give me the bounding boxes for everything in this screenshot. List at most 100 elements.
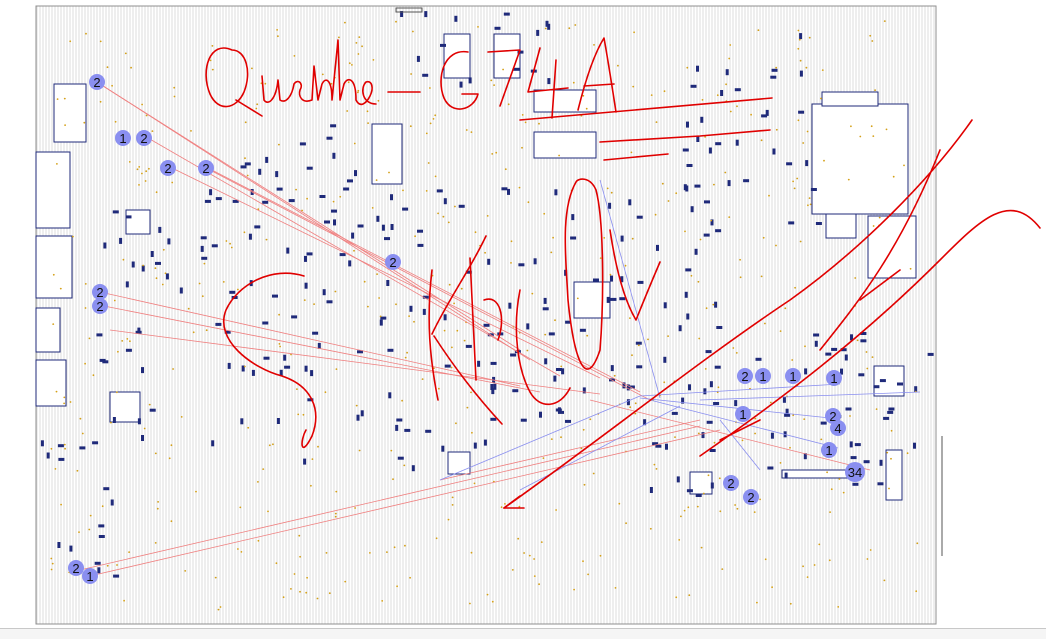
net-marker-circle[interactable] (92, 298, 108, 314)
net-marker[interactable]: 2 (160, 160, 176, 176)
net-marker[interactable]: 2 (136, 130, 152, 146)
net-marker-circle[interactable] (737, 368, 753, 384)
net-marker[interactable]: 2 (89, 74, 105, 90)
net-marker[interactable]: 1 (115, 130, 131, 146)
net-marker-circle[interactable] (136, 130, 152, 146)
component-footprint (543, 297, 547, 304)
net-marker[interactable]: 2 (92, 298, 108, 314)
net-marker[interactable]: 2 (737, 368, 753, 384)
pad-dot (729, 44, 732, 46)
net-marker-circle[interactable] (845, 462, 865, 482)
component-footprint (643, 419, 647, 426)
net-marker-circle[interactable] (826, 370, 842, 386)
pad-dot (332, 200, 335, 203)
component-footprint (201, 256, 208, 260)
net-marker[interactable]: 1 (735, 406, 751, 422)
component-footprint (840, 348, 847, 352)
net-marker[interactable]: 2 (92, 284, 108, 300)
pad-dot (299, 590, 301, 593)
pad-dot (306, 576, 308, 579)
component-footprint (825, 352, 832, 356)
component-footprint (307, 398, 314, 402)
pad-dot (239, 506, 242, 509)
pad-dot (161, 283, 164, 286)
component-footprint (579, 328, 586, 332)
component-footprint (46, 452, 50, 459)
pad-dot (427, 162, 430, 164)
pad-dot (84, 307, 87, 309)
pad-dot (572, 81, 575, 84)
net-marker[interactable]: 1 (755, 368, 771, 384)
pad-dot (684, 230, 686, 233)
net-marker-circle[interactable] (723, 475, 739, 491)
net-marker[interactable]: 1 (821, 442, 837, 458)
pad-dot (528, 554, 531, 557)
net-marker[interactable]: 1 (826, 370, 842, 386)
pad-dot (64, 124, 66, 126)
pad-dot (180, 416, 183, 418)
net-marker[interactable]: 34 (845, 462, 865, 482)
pad-dot (735, 352, 738, 354)
net-marker-circle[interactable] (743, 489, 759, 505)
pad-dot (550, 438, 553, 440)
component-footprint (102, 360, 109, 364)
net-marker[interactable]: 2 (68, 560, 84, 576)
component-footprint (593, 278, 599, 282)
net-marker[interactable]: 2 (385, 254, 401, 270)
component-footprint (356, 414, 360, 421)
net-marker-label: 2 (140, 131, 147, 146)
pad-dot (106, 66, 109, 69)
pad-dot (797, 119, 800, 122)
pad-dot (406, 351, 408, 354)
net-marker-circle[interactable] (82, 568, 98, 584)
component-footprint (354, 170, 357, 177)
pad-dot (753, 511, 756, 513)
pad-dot (425, 132, 428, 135)
net-marker[interactable]: 2 (743, 489, 759, 505)
net-marker-circle[interactable] (821, 442, 837, 458)
pad-dot (463, 339, 466, 342)
net-marker-circle[interactable] (785, 368, 801, 384)
net-marker-circle[interactable] (825, 408, 841, 424)
net-marker-circle[interactable] (115, 130, 131, 146)
pad-dot (771, 586, 773, 589)
net-marker-label: 1 (825, 443, 832, 458)
pad-dot (760, 275, 763, 278)
component-footprint (512, 389, 519, 393)
component-footprint (815, 222, 822, 225)
net-marker-circle[interactable] (198, 160, 214, 176)
net-marker-circle[interactable] (89, 74, 105, 90)
net-marker-circle[interactable] (385, 254, 401, 270)
net-marker-circle[interactable] (160, 160, 176, 176)
pad-dot (421, 378, 424, 380)
component-footprint (814, 340, 818, 347)
net-marker-circle[interactable] (755, 368, 771, 384)
component-footprint (676, 476, 680, 483)
net-marker-label: 2 (96, 299, 103, 314)
pad-dot (425, 190, 428, 192)
component-footprint (493, 383, 497, 390)
net-marker-circle[interactable] (92, 284, 108, 300)
net-marker[interactable]: 2 (198, 160, 214, 176)
net-marker[interactable]: 2 (825, 408, 841, 424)
net-marker[interactable]: 1 (82, 568, 98, 584)
net-marker[interactable]: 1 (785, 368, 801, 384)
component-footprint (860, 339, 867, 343)
net-marker-circle[interactable] (68, 560, 84, 576)
pad-dot (707, 474, 710, 477)
net-marker[interactable]: 4 (830, 420, 846, 436)
pad-dot (716, 94, 719, 97)
component-footprint (303, 458, 307, 465)
pad-dot (404, 544, 406, 547)
component-footprint (608, 202, 612, 209)
pad-dot (799, 59, 802, 62)
net-marker[interactable]: 2 (723, 475, 739, 491)
component-footprint (322, 289, 326, 296)
net-marker-circle[interactable] (735, 406, 751, 422)
net-marker-circle[interactable] (830, 420, 846, 436)
pad-dot (434, 175, 437, 178)
pad-dot (469, 602, 471, 605)
